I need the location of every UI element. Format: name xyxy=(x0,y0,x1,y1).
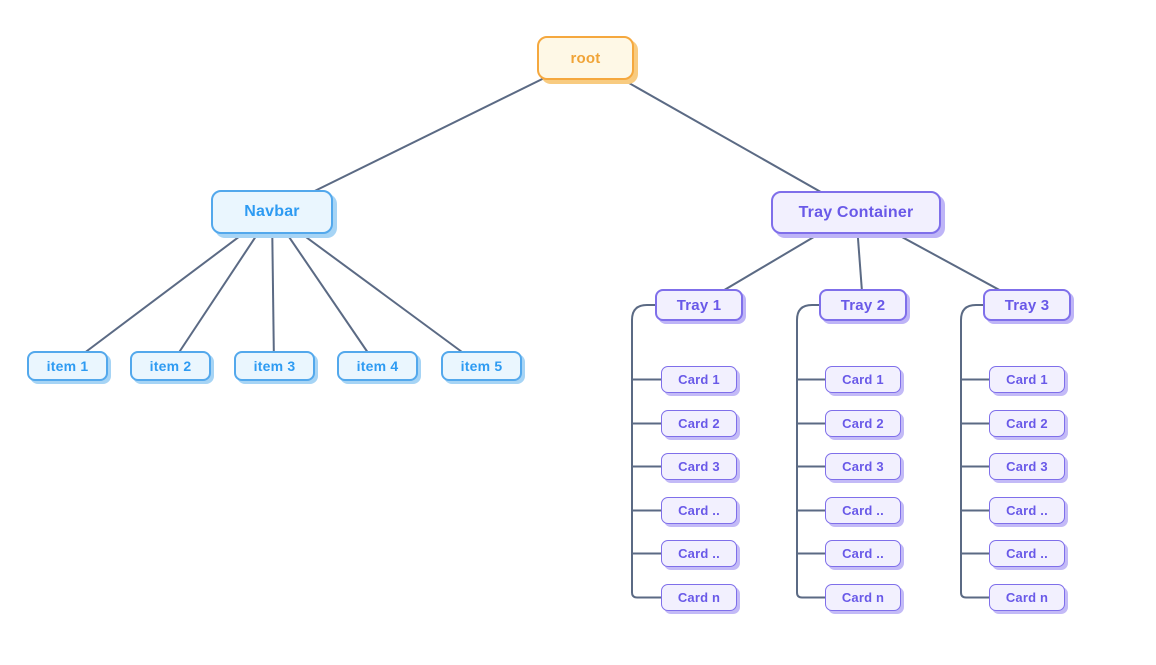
connector-tray-2-cards xyxy=(796,304,863,599)
edge-navbar-item-5 xyxy=(271,211,482,367)
node-tray-1-card-dots-1-label: Card .. xyxy=(678,503,720,518)
node-tray-3-label: Tray 3 xyxy=(1004,296,1050,314)
node-tray-1-card-3-label: Card 3 xyxy=(678,459,720,474)
node-tray-2-card-dots-1-label: Card .. xyxy=(842,503,884,518)
node-tray-3-card-n[interactable]: Card n xyxy=(989,584,1065,611)
node-tray-1-card-2-label: Card 2 xyxy=(678,416,720,431)
node-tray-2-card-2[interactable]: Card 2 xyxy=(825,410,901,437)
node-tray-3-card-1[interactable]: Card 1 xyxy=(989,366,1065,393)
node-tray-1-card-1-label: Card 1 xyxy=(678,372,720,387)
node-item-3-label: item 3 xyxy=(253,358,296,374)
node-tray-2-card-n-label: Card n xyxy=(841,590,885,605)
edge-navbar-item-3 xyxy=(271,211,275,367)
node-item-5[interactable]: item 5 xyxy=(441,351,522,381)
node-item-4-label: item 4 xyxy=(356,358,399,374)
node-tray-2[interactable]: Tray 2 xyxy=(819,289,907,321)
node-tray-3-card-2-label: Card 2 xyxy=(1006,416,1048,431)
node-tray-3-card-3-label: Card 3 xyxy=(1006,459,1048,474)
node-item-4[interactable]: item 4 xyxy=(337,351,418,381)
node-tray-1-label: Tray 1 xyxy=(676,296,722,314)
node-tray-1-card-1[interactable]: Card 1 xyxy=(661,366,737,393)
node-tray-2-card-dots-2[interactable]: Card .. xyxy=(825,540,901,567)
node-tray-3-card-dots-1[interactable]: Card .. xyxy=(989,497,1065,524)
node-item-3[interactable]: item 3 xyxy=(234,351,315,381)
node-tray-3[interactable]: Tray 3 xyxy=(983,289,1071,321)
node-tray-3-card-1-label: Card 1 xyxy=(1006,372,1048,387)
node-tray-3-card-2[interactable]: Card 2 xyxy=(989,410,1065,437)
node-tray-2-card-dots-2-label: Card .. xyxy=(842,546,884,561)
connector-tray-1-cards xyxy=(631,304,699,599)
node-item-1[interactable]: item 1 xyxy=(27,351,108,381)
node-tray-1-card-n[interactable]: Card n xyxy=(661,584,737,611)
node-item-2[interactable]: item 2 xyxy=(130,351,211,381)
node-tray-2-card-3[interactable]: Card 3 xyxy=(825,453,901,480)
node-tray-3-card-dots-2[interactable]: Card .. xyxy=(989,540,1065,567)
node-tray-1-card-dots-1[interactable]: Card .. xyxy=(661,497,737,524)
edge-root-navbar xyxy=(271,57,586,213)
node-tray-3-card-n-label: Card n xyxy=(1005,590,1049,605)
node-root-label: root xyxy=(570,49,601,67)
node-navbar-label: Navbar xyxy=(244,203,300,220)
node-tray-2-card-1[interactable]: Card 1 xyxy=(825,366,901,393)
node-tray-container[interactable]: Tray Container xyxy=(771,191,941,234)
node-tray-2-card-3-label: Card 3 xyxy=(842,459,884,474)
node-tray-2-card-2-label: Card 2 xyxy=(842,416,884,431)
node-tray-3-card-dots-1-label: Card .. xyxy=(1006,503,1048,518)
node-tray-3-card-3[interactable]: Card 3 xyxy=(989,453,1065,480)
node-item-1-label: item 1 xyxy=(46,358,89,374)
node-tray-2-card-n[interactable]: Card n xyxy=(825,584,901,611)
node-tray-1-card-dots-2[interactable]: Card .. xyxy=(661,540,737,567)
node-tray-2-card-dots-1[interactable]: Card .. xyxy=(825,497,901,524)
edge-root-tray-container xyxy=(584,57,857,213)
node-tray-3-card-dots-2-label: Card .. xyxy=(1006,546,1048,561)
node-root[interactable]: root xyxy=(537,36,634,80)
node-tray-1-card-n-label: Card n xyxy=(677,590,721,605)
node-tray-container-label: Tray Container xyxy=(798,203,914,221)
node-tray-2-label: Tray 2 xyxy=(840,296,886,314)
node-tray-1-card-3[interactable]: Card 3 xyxy=(661,453,737,480)
node-item-2-label: item 2 xyxy=(149,358,192,374)
edge-navbar-item-4 xyxy=(271,211,378,367)
node-tray-2-card-1-label: Card 1 xyxy=(842,372,884,387)
node-tray-1-card-2[interactable]: Card 2 xyxy=(661,410,737,437)
edge-navbar-item-2 xyxy=(169,211,273,367)
node-tray-1[interactable]: Tray 1 xyxy=(655,289,743,321)
connector-tray-3-cards xyxy=(960,304,1027,599)
node-navbar[interactable]: Navbar xyxy=(211,190,333,234)
node-item-5-label: item 5 xyxy=(460,358,503,374)
node-tray-1-card-dots-2-label: Card .. xyxy=(678,546,720,561)
edge-navbar-item-1 xyxy=(66,211,273,367)
